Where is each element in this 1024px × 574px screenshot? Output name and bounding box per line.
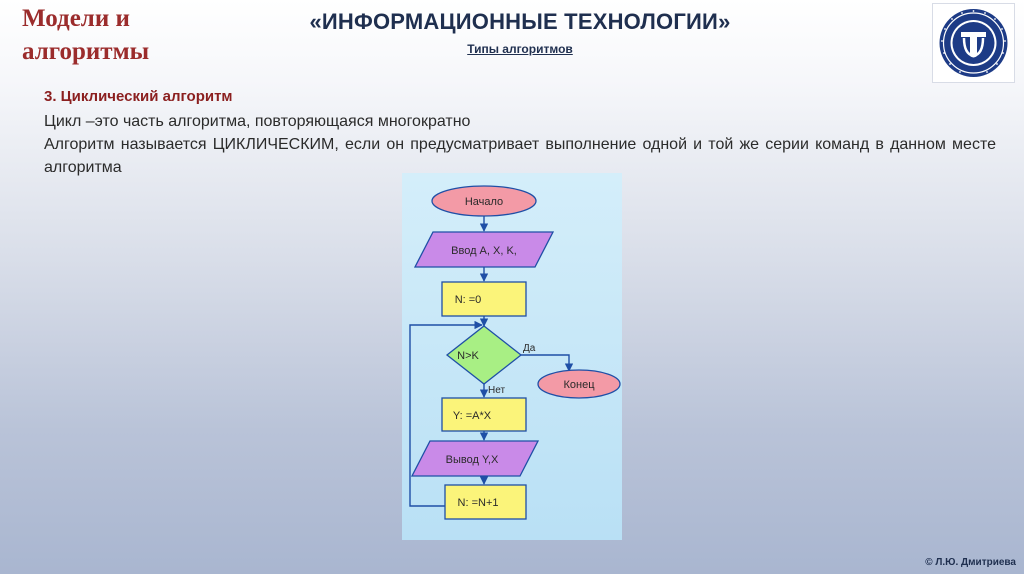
init-label: N: =0 [455, 294, 482, 306]
description-text: Алгоритм называется ЦИКЛИЧЕСКИМ, если он… [44, 136, 996, 176]
corner-title-line1: Модели и [22, 5, 130, 32]
output-block: Вывод Y,X [410, 440, 540, 477]
corner-title-line2: алгоритмы [22, 38, 150, 65]
page-subtitle: Типы алгоритмов [467, 42, 573, 56]
input-label: Ввод A, X, K, [451, 245, 517, 257]
no-label: Нет [488, 385, 505, 396]
university-logo [932, 3, 1015, 83]
footer-credit: © Л.Ю. Дмитриева [925, 557, 1016, 568]
start-label: Начало [465, 196, 503, 208]
end-label: Конец [563, 379, 595, 391]
yes-label: Да [523, 343, 536, 354]
calc-block: Y: =A*X [441, 397, 527, 432]
start-block: Начало [431, 185, 537, 217]
init-block: N: =0 [441, 281, 527, 317]
condition-label: N>K [457, 350, 479, 362]
flowchart: Начало Ввод A, X, K, N: =0 N>K Да Нет Ко… [402, 173, 622, 540]
end-block: Конец [537, 369, 621, 399]
section-heading: 3. Циклический алгоритм [44, 88, 233, 105]
corner-title: Модели и алгоритмы [22, 2, 242, 68]
increment-label: N: =N+1 [458, 497, 499, 509]
flow-connectors [409, 216, 574, 507]
calc-label: Y: =A*X [453, 410, 492, 422]
condition-block: N>K [445, 325, 523, 385]
page-title: «ИНФОРМАЦИОННЫЕ ТЕХНОЛОГИИ» [309, 9, 731, 34]
definition-text: Цикл –это часть алгоритма, повторяющаяся… [44, 113, 471, 130]
output-label: Вывод Y,X [446, 454, 499, 466]
university-emblem-icon [939, 9, 1008, 77]
increment-block: N: =N+1 [444, 484, 527, 520]
input-block: Ввод A, X, K, [413, 231, 555, 268]
